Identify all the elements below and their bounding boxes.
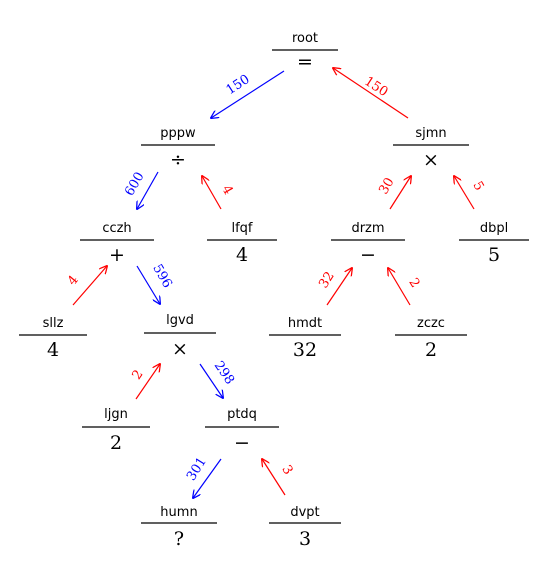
node-root-value: = — [297, 51, 313, 73]
edge-lgvd-ptdq: 298 — [199, 359, 237, 398]
node-ptdq: ptdq − — [205, 407, 279, 454]
edge-ptdq-humn-arrow — [193, 458, 222, 498]
edge-ptdq-humn: 301 — [184, 455, 222, 498]
node-drzm-label: drzm — [351, 221, 384, 236]
node-lgvd-value: × — [172, 338, 188, 360]
node-pppw-label: pppw — [160, 126, 196, 141]
node-sllz: sllz 4 — [19, 316, 87, 361]
edge-lgvd-ptdq-arrow — [199, 363, 223, 398]
edge-hmdt-drzm-arrow — [326, 268, 352, 306]
node-sjmn-value: × — [423, 149, 439, 171]
node-sllz-value: 4 — [47, 339, 59, 361]
node-zczc-value: 2 — [425, 339, 437, 361]
node-ljgn: ljgn 2 — [82, 407, 150, 454]
edge-hmdt-drzm: 32 — [316, 268, 352, 306]
edge-ljgn-lgvd-arrow — [135, 364, 160, 400]
node-root: root = — [272, 31, 338, 73]
node-cczh-label: cczh — [102, 221, 131, 236]
node-hmdt-value: 32 — [293, 339, 317, 361]
edge-lfqf-pppw-label: 4 — [218, 183, 235, 198]
edge-sllz-cczh-arrow — [72, 266, 107, 306]
edge-dvpt-ptdq-label: 3 — [278, 463, 295, 478]
edge-pppw-cczh-label: 600 — [122, 170, 147, 199]
node-cczh: cczh + — [80, 221, 154, 266]
node-pppw-value: ÷ — [170, 149, 186, 171]
edge-sjmn-root-arrow — [333, 68, 409, 119]
edge-sjmn-root: 150 — [333, 68, 409, 119]
node-cczh-value: + — [109, 244, 125, 266]
edge-lfqf-pppw: 4 — [202, 176, 236, 210]
node-dbpl: dbpl 5 — [459, 221, 529, 266]
edge-dbpl-sjmn-label: 5 — [469, 179, 486, 194]
node-drzm-value: − — [360, 244, 376, 266]
edge-hmdt-drzm-label: 32 — [316, 269, 337, 291]
node-humn-value: ? — [174, 528, 184, 550]
node-sjmn: sjmn × — [393, 126, 469, 171]
edge-ljgn-lgvd-label: 2 — [130, 367, 147, 382]
node-humn-label: humn — [160, 505, 197, 520]
node-ljgn-label: ljgn — [104, 407, 128, 422]
edge-dvpt-ptdq-arrow — [262, 459, 286, 496]
edge-zczc-drzm-arrow — [388, 268, 411, 306]
node-dbpl-value: 5 — [488, 244, 500, 266]
node-dbpl-label: dbpl — [480, 221, 508, 236]
node-drzm: drzm − — [331, 221, 405, 266]
edge-cczh-lgvd-label: 596 — [149, 262, 174, 291]
edge-drzm-sjmn-label: 30 — [376, 175, 397, 197]
node-ptdq-label: ptdq — [227, 407, 257, 422]
node-sjmn-label: sjmn — [415, 126, 446, 141]
node-lgvd-label: lgvd — [166, 313, 194, 328]
node-lfqf-value: 4 — [236, 244, 248, 266]
edge-ljgn-lgvd: 2 — [130, 364, 160, 400]
edge-dvpt-ptdq: 3 — [262, 459, 296, 496]
node-root-label: root — [292, 31, 318, 46]
edge-drzm-sjmn: 30 — [376, 175, 411, 210]
node-ljgn-value: 2 — [110, 432, 122, 454]
node-dvpt-value: 3 — [299, 528, 311, 550]
node-zczc: zczc 2 — [395, 316, 467, 361]
edge-root-pppw-arrow — [211, 70, 285, 118]
node-zczc-label: zczc — [417, 316, 445, 331]
node-hmdt-label: hmdt — [288, 316, 322, 331]
edge-drzm-sjmn-arrow — [389, 176, 411, 210]
node-dvpt: dvpt 3 — [269, 505, 341, 550]
node-hmdt: hmdt 32 — [269, 316, 341, 361]
node-ptdq-value: − — [234, 432, 250, 454]
edge-lgvd-ptdq-label: 298 — [211, 359, 237, 388]
edge-root-pppw: 150 — [211, 70, 285, 118]
edge-zczc-drzm: 2 — [388, 268, 423, 306]
edge-zczc-drzm-label: 2 — [405, 276, 422, 291]
edge-cczh-lgvd: 596 — [136, 262, 175, 304]
node-dvpt-label: dvpt — [290, 505, 319, 520]
node-pppw: pppw ÷ — [141, 126, 215, 171]
node-lgvd: lgvd × — [144, 313, 216, 360]
edge-sllz-cczh: 4 — [65, 266, 107, 306]
edge-pppw-cczh: 600 — [122, 170, 159, 209]
node-sllz-label: sllz — [43, 316, 64, 331]
edge-lfqf-pppw-arrow — [202, 176, 222, 210]
edge-sllz-cczh-label: 4 — [65, 273, 82, 289]
node-humn: humn ? — [141, 505, 217, 550]
node-lfqf-label: lfqf — [231, 221, 252, 236]
edge-cczh-lgvd-arrow — [136, 265, 160, 304]
edge-pppw-cczh-arrow — [137, 171, 159, 209]
node-lfqf: lfqf 4 — [207, 221, 277, 266]
edge-dbpl-sjmn: 5 — [454, 176, 487, 210]
edge-dbpl-sjmn-arrow — [454, 176, 475, 210]
